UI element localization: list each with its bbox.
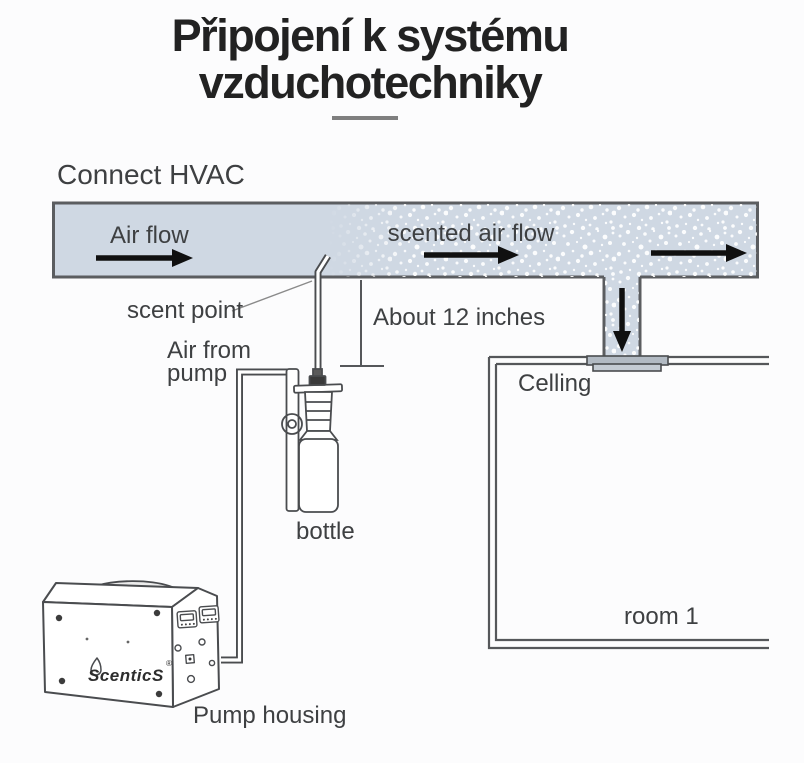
room-outer-wall <box>487 357 769 650</box>
duct-exit-arrow <box>651 244 747 262</box>
dimension-line <box>340 280 384 367</box>
branch-down-arrow <box>613 288 631 352</box>
scented-air-texture <box>328 204 757 357</box>
title-divider <box>332 116 398 120</box>
air-flow-arrow <box>96 249 193 267</box>
ceiling-vent <box>586 355 669 372</box>
scent-tube <box>314 254 331 386</box>
air-from-pump-line1: Air from <box>167 337 251 364</box>
scented-air-flow-label: scented air flow <box>388 220 555 247</box>
room-inner-wall <box>494 364 769 642</box>
bottle-assembly <box>281 368 343 513</box>
pump-front-face <box>42 601 174 708</box>
tube-coil-inner <box>287 419 297 429</box>
ceiling-label: Celling <box>518 370 591 397</box>
title-line-1: Připojení k systému <box>171 10 570 61</box>
droplet-icon <box>90 657 102 676</box>
pump-housing-label: Pump housing <box>193 702 346 729</box>
pump-display-panels <box>176 605 220 629</box>
bottle-bracket <box>285 368 300 512</box>
bottle-shoulder <box>298 430 339 441</box>
pump-screws <box>55 609 163 698</box>
scented-air-flow-arrow <box>424 246 519 264</box>
pump-ports <box>174 638 216 684</box>
bottle-cap <box>308 375 327 386</box>
brand-logo: ScenticS <box>88 666 164 685</box>
room-label: room 1 <box>624 603 699 630</box>
tube-coil-icon <box>281 413 303 435</box>
air-from-pump-line2: pump <box>167 360 227 387</box>
pump-housing <box>42 580 220 708</box>
air-flow-label: Air flow <box>110 222 189 249</box>
page-title: Připojení k systému vzduchotechniky <box>0 12 740 106</box>
brand-registered-mark: ® <box>166 659 172 668</box>
pump-air-tube <box>221 368 298 664</box>
scent-point-leader <box>231 280 313 312</box>
distance-label: About 12 inches <box>373 304 545 331</box>
air-from-pump-label: Air from pump <box>167 337 251 387</box>
title-line-2: vzduchotechniky <box>198 57 543 108</box>
room-outline <box>487 355 769 650</box>
connect-hvac-heading: Connect HVAC <box>57 159 245 190</box>
scent-point-label: scent point <box>127 297 243 324</box>
bottle-label: bottle <box>296 518 355 545</box>
bottle-body <box>298 438 339 513</box>
